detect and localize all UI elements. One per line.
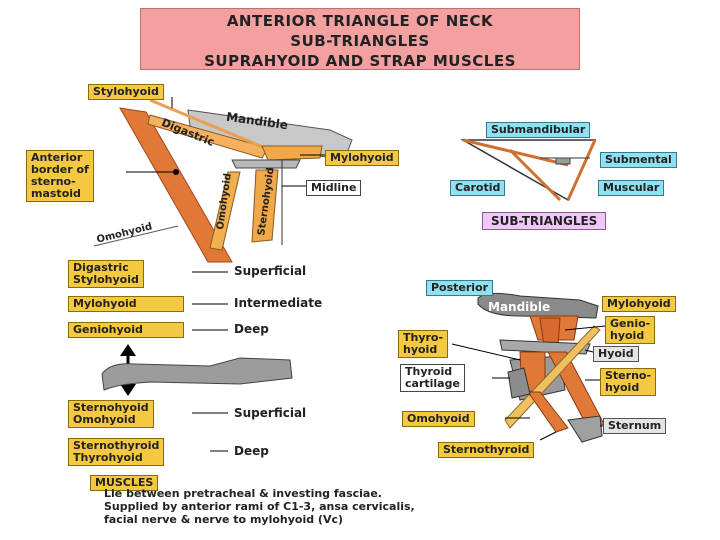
- label-thyroid-cartilage: Thyroid cartilage: [400, 364, 465, 392]
- omohyoid-muscle: [209, 171, 241, 251]
- label-carotid: Carotid: [450, 180, 506, 196]
- label-sub-triangles-caption: SUB-TRIANGLES: [482, 212, 607, 230]
- thyroid-cartilage-line-1: Thyroid: [405, 365, 453, 378]
- geniohyoid-line-2: hyoid: [610, 329, 645, 342]
- lateral-clavicle: [507, 367, 531, 399]
- lateral-sternum: [567, 415, 603, 443]
- omohyoid-inferior-line: [93, 225, 179, 247]
- layer-thyrohyoid: Thyrohyoid: [73, 451, 143, 464]
- layer-superficial-1: Superficial: [234, 264, 307, 278]
- hyoid-bone: [231, 159, 301, 169]
- note-line-3: facial nerve & nerve to mylohyoid (Vc): [104, 513, 344, 526]
- thyrohyoid-line-2: hyoid: [403, 343, 438, 356]
- layer-deep-2: Deep: [234, 444, 269, 458]
- leader-sternothyroid: [539, 431, 557, 441]
- anterior-border-dot: [173, 169, 179, 175]
- leader-geniohyoid: [564, 325, 606, 331]
- label-mylohyoid-top: Mylohyoid: [325, 150, 399, 166]
- sub-triangle-line-a: [462, 138, 569, 167]
- label-midline: Midline: [306, 180, 362, 196]
- lateral-omohyoid: [504, 325, 601, 429]
- label-muscular: Muscular: [598, 180, 665, 196]
- label-hyoid-lateral: Hyoid: [593, 346, 639, 362]
- anterior-border-line-1: Anterior: [31, 151, 83, 164]
- label-sternothyroid-thyrohyoid: Sternothyroid Thyrohyoid: [68, 438, 165, 466]
- label-stylohyoid: Stylohyoid: [88, 84, 164, 100]
- leader-hyoid: [584, 349, 594, 353]
- label-omohyoid-lateral: Omohyoid: [402, 411, 475, 427]
- lateral-hyoid: [499, 339, 591, 355]
- label-submandibular: Submandibular: [486, 122, 591, 138]
- stylohyoid-muscle: [149, 98, 271, 152]
- layer-sternothyroid: Sternothyroid: [73, 439, 160, 452]
- title-banner: ANTERIOR TRIANGLE OF NECK SUB-TRIANGLES …: [140, 8, 580, 70]
- thyroid-cartilage-line-2: cartilage: [405, 377, 460, 390]
- label-thyrohyoid-lateral: Thyro- hyoid: [398, 330, 449, 358]
- anterior-border-line-4: mastoid: [31, 187, 81, 200]
- layer-stylohyoid: Stylohyoid: [73, 273, 139, 286]
- anterior-border-line-2: border of: [31, 163, 89, 176]
- sternohyoid-line-2: hyoid: [605, 381, 640, 394]
- label-submental: Submental: [600, 152, 677, 168]
- digastric-muscle: [147, 114, 269, 159]
- label-mylohyoid-layer: Mylohyoid: [68, 296, 184, 312]
- layer-superficial-2: Superficial: [234, 406, 307, 420]
- label-posterior: Posterior: [426, 280, 494, 296]
- sub-triangle-line-c: [566, 139, 597, 201]
- sub-triangle-hyoid-mark: [555, 157, 571, 165]
- label-geniohyoid-layer: Geniohyoid: [68, 322, 184, 338]
- leader-thyrohyoid: [451, 343, 521, 361]
- layer-deep-1: Deep: [234, 322, 269, 336]
- title-line-3: SUPRAHYOID AND STRAP MUSCLES: [204, 52, 516, 70]
- label-anterior-border: Anterior border of sterno- mastoid: [26, 150, 94, 202]
- hyoid-bone-illustration: [101, 357, 293, 391]
- note-line-2: Supplied by anterior rami of C1-3, ansa …: [104, 500, 415, 513]
- mylohyoid-muscle: [261, 145, 323, 161]
- layer-digastric: Digastric: [73, 261, 129, 274]
- geniohyoid-line-1: Genio-: [610, 317, 651, 330]
- thyrohyoid-line-1: Thyro-: [403, 331, 444, 344]
- label-sternothyroid-lateral: Sternothyroid: [438, 442, 535, 458]
- label-digastric-stylohyoid: Digastric Stylohyoid: [68, 260, 144, 288]
- sternomastoid-muscle: [119, 107, 233, 263]
- lateral-sternothyroid: [527, 391, 569, 433]
- note-line-1: Lie between pretracheal & investing fasc…: [104, 487, 382, 500]
- label-mandible-lateral: Mandible: [488, 300, 551, 314]
- anterior-border-line-3: sterno-: [31, 175, 76, 188]
- label-sternohyoid-lateral: Sterno- hyoid: [600, 368, 657, 396]
- label-muscles-box: MUSCLES: [90, 475, 159, 491]
- sternohyoid-muscle: [251, 169, 279, 243]
- layer-intermediate: Intermediate: [234, 296, 323, 310]
- title-line-1: ANTERIOR TRIANGLE OF NECK: [226, 12, 494, 30]
- label-sternohyoid-omohyoid: Sternohyoid Omohyoid: [68, 400, 154, 428]
- notes-block: Lie between pretracheal & investing fasc…: [104, 487, 415, 526]
- label-geniohyoid-lateral: Genio- hyoid: [605, 316, 656, 344]
- label-mylohyoid-lateral: Mylohyoid: [602, 296, 676, 312]
- layer-omohyoid: Omohyoid: [73, 413, 136, 426]
- layer-sternohyoid: Sternohyoid: [73, 401, 149, 414]
- sternohyoid-line-1: Sterno-: [605, 369, 652, 382]
- sub-triangle-line-b: [508, 148, 562, 202]
- label-sternum: Sternum: [603, 418, 667, 434]
- title-line-2: SUB-TRIANGLES: [290, 32, 430, 50]
